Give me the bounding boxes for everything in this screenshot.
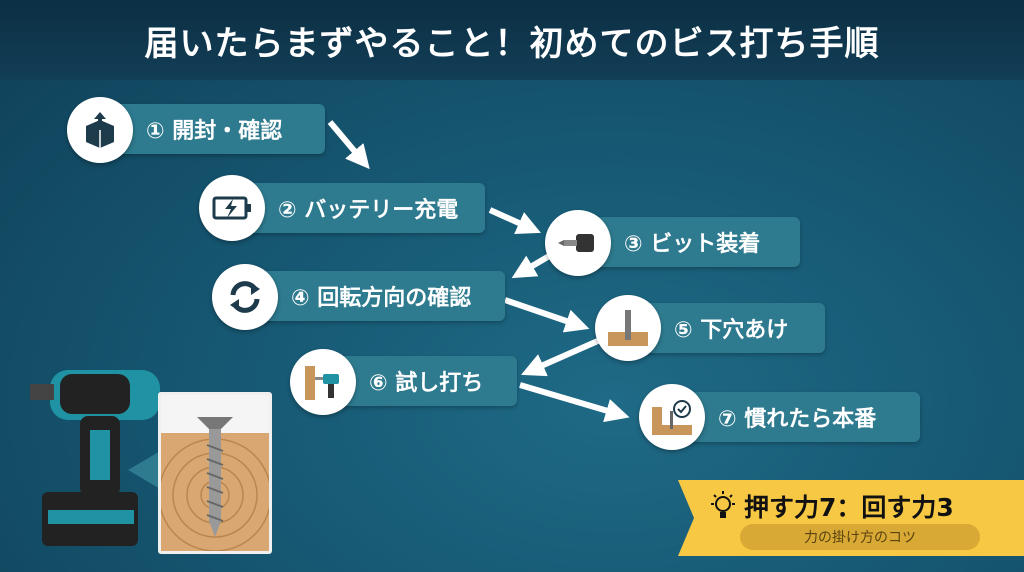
arrow-1-2 bbox=[327, 120, 370, 170]
callout-pointer bbox=[128, 450, 162, 490]
step-label: ⑥ 試し打ち bbox=[369, 371, 484, 396]
title-bar: 届いたらまずやること！初めてのビス打ち手順 bbox=[0, 0, 1024, 80]
arrow-5-6 bbox=[521, 337, 602, 377]
tip-sub-label: 力の掛け方のコツ bbox=[740, 524, 980, 550]
test-drive-icon bbox=[290, 349, 356, 415]
battery-charging-icon bbox=[199, 175, 265, 241]
step-label: ⑤ 下穴あけ bbox=[674, 318, 789, 343]
tip-main-text: 押す力7：回す力3 bbox=[744, 493, 954, 522]
arrow-4-5 bbox=[504, 297, 590, 333]
page-title: 届いたらまずやること！初めてのビス打ち手順 bbox=[144, 23, 880, 64]
step-label: ④ 回転方向の確認 bbox=[291, 286, 472, 311]
step-label: ③ ビット装着 bbox=[624, 232, 761, 257]
step-7: ⑦ 慣れたら本番 bbox=[672, 392, 920, 442]
screw-in-wood-illustration bbox=[158, 392, 272, 554]
step-1: ① 開封・確認 bbox=[100, 104, 325, 154]
pilot-hole-icon bbox=[595, 295, 661, 361]
drill-bit-icon bbox=[545, 210, 611, 276]
arrow-2-3 bbox=[488, 207, 541, 235]
impact-driver-illustration bbox=[30, 370, 160, 546]
step-label: ① 開封・確認 bbox=[146, 119, 283, 144]
step-label: ⑦ 慣れたら本番 bbox=[718, 407, 877, 432]
tip-banner: 押す力7：回す力3 力の掛け方のコツ bbox=[678, 480, 1024, 556]
step-3: ③ ビット装着 bbox=[578, 217, 800, 267]
step-label: ② バッテリー充電 bbox=[278, 198, 459, 223]
step-4: ④ 回転方向の確認 bbox=[245, 271, 505, 321]
box-open-icon bbox=[67, 97, 133, 163]
rotation-arrows-icon bbox=[212, 264, 278, 330]
check-wood-icon bbox=[639, 384, 705, 450]
arrow-6-7 bbox=[519, 382, 630, 423]
lightbulb-icon bbox=[711, 491, 735, 518]
step-2: ② バッテリー充電 bbox=[232, 183, 485, 233]
